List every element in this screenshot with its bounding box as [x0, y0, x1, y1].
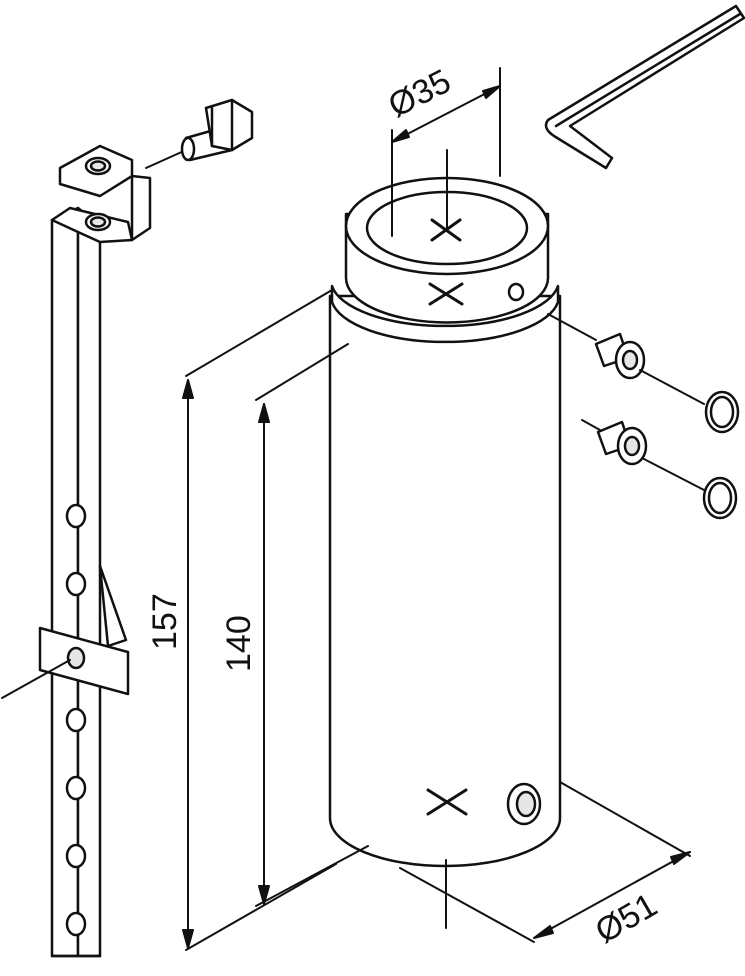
grub-screw-1: [547, 313, 705, 405]
cylinder-body: [328, 176, 562, 868]
o-ring-1: [704, 390, 740, 434]
grub-screw-2: [581, 419, 705, 491]
dimension-height-157: [182, 289, 337, 951]
dimension-top-diameter: [391, 67, 501, 237]
bottom-diameter-label: Ø51: [589, 886, 664, 951]
height-inner-label: 140: [220, 615, 258, 672]
hex-key-icon: [544, 4, 745, 170]
hex-bolt: [145, 98, 254, 169]
dimension-bottom-diameter: [399, 781, 691, 943]
o-ring-2: [702, 476, 738, 520]
mounting-bracket: [1, 144, 152, 958]
top-diameter-label: Ø35: [382, 62, 457, 125]
dimension-height-140: [255, 343, 369, 907]
height-outer-label: 157: [146, 593, 184, 650]
